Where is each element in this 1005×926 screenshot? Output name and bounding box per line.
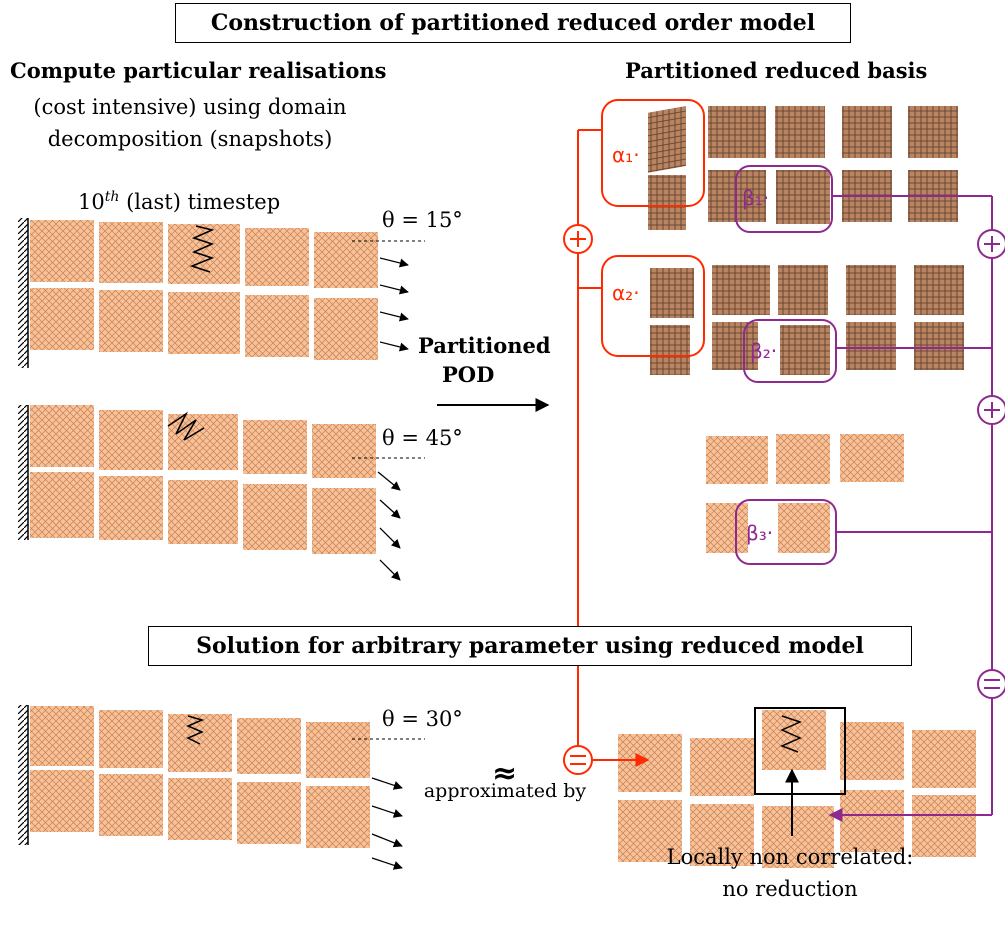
alpha-equals-operator	[563, 745, 593, 775]
beta1-label: β₁·	[742, 186, 769, 210]
angle-label-30: θ = 30°	[382, 707, 463, 731]
note-line2: no reduction	[722, 877, 858, 901]
beta-equals-operator	[977, 669, 1005, 699]
left-subtext-line1: (cost intensive) using domain	[33, 95, 347, 119]
approx-symbol: ≈	[492, 756, 518, 791]
timestep-rest: (last) timestep	[119, 190, 281, 214]
basis-tiles	[648, 106, 964, 553]
reduced-solution	[618, 707, 976, 868]
approx-text: approximated by	[423, 780, 587, 802]
snapshot-45deg	[18, 405, 425, 581]
solution-title: Solution for arbitrary parameter using r…	[148, 626, 912, 666]
beta3-label: β₃·	[746, 521, 773, 545]
snapshot-15deg	[18, 218, 425, 368]
focus-box	[754, 707, 846, 795]
pod-label-line2: POD	[442, 362, 495, 387]
angle-label-15: θ = 15°	[382, 208, 463, 232]
left-subtext-line2: decomposition (snapshots)	[47, 127, 333, 151]
pod-label-line1: Partitioned	[418, 333, 551, 358]
beta-sum	[735, 165, 1005, 822]
alpha2-label: α₂·	[612, 281, 640, 305]
angle-label-45: θ = 45°	[382, 426, 463, 450]
alpha-sum	[563, 99, 705, 775]
beta2-label: β₂·	[750, 339, 777, 363]
left-heading: Compute particular realisations	[10, 58, 387, 83]
note-line1: Locally non correlated:	[666, 845, 914, 869]
timestep-label: 10th (last) timestep	[78, 182, 280, 217]
alpha1-label: α₁·	[612, 143, 640, 167]
solution-30deg	[18, 705, 425, 870]
main-title: Construction of partitioned reduced orde…	[175, 3, 851, 43]
timestep-base: 10	[78, 190, 105, 214]
timestep-sup: th	[104, 189, 120, 205]
right-heading: Partitioned reduced basis	[625, 58, 928, 83]
